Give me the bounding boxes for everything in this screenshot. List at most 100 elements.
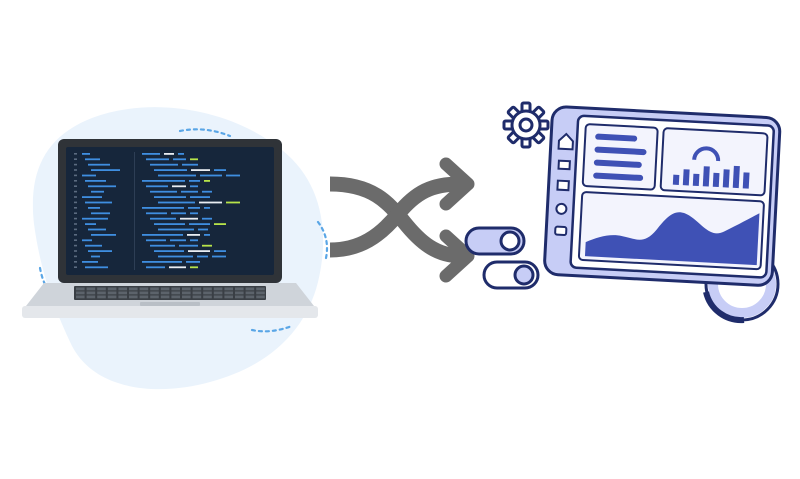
code-token [189,180,200,182]
code-token [91,212,110,215]
line-number [74,174,77,177]
keyboard-key [129,291,138,295]
code-token [191,169,210,171]
code-token [88,250,112,252]
code-token [146,266,165,269]
keyboard-key [150,287,159,291]
mini-bar [722,169,730,188]
gear-icon [502,101,550,149]
line-number [74,212,77,214]
keyboard-key [139,291,149,295]
keyboard-keys [76,287,265,299]
keyboard-key [97,287,106,291]
code-token [146,158,169,161]
keyboard-key [256,287,265,291]
line-number [74,250,77,252]
line-number [74,217,77,220]
list-bar [595,133,638,142]
code-token [179,244,198,247]
laptop-screen [66,147,274,275]
mini-bar [672,174,680,185]
sidebar-chat-icon [554,225,568,237]
line-number [74,207,77,209]
code-token [91,190,104,193]
code-token [146,185,168,188]
shuffle-arrows-icon [329,157,475,283]
code-token [150,190,177,193]
settings-icon [555,202,568,215]
code-token [142,153,160,155]
code-token [171,212,186,215]
code-token [88,228,106,231]
keyboard-key [118,287,127,291]
line-number [74,228,77,231]
keyboard-key [256,295,265,299]
keyboard-key [107,295,117,299]
code-token [204,207,210,209]
code-token [200,174,222,177]
code-token [91,234,116,236]
code-token [204,234,210,236]
code-token [173,158,186,161]
keyboard-key [171,291,180,295]
line-number [74,266,77,268]
keyboard-key [76,291,85,295]
arrowhead-bottom [439,229,475,283]
keyboard-key [107,291,117,295]
laptop-trackpad [140,302,200,306]
code-token [85,266,108,269]
line-number [74,261,77,263]
keyboard-key [245,295,255,299]
line-number [74,153,77,155]
keyboard-key [224,287,233,291]
keyboard-key [86,295,96,299]
keyboard-key [235,291,244,295]
code-token [190,158,198,161]
keyboard-key [256,291,265,295]
code-token [142,207,184,209]
code-token [190,212,198,215]
code-token [85,158,100,161]
keyboard-key [203,295,212,299]
code-token [158,174,196,177]
code-token [150,217,176,220]
code-token [158,255,193,258]
code-token [182,163,198,166]
code-token [197,255,208,258]
code-token [158,228,194,231]
keyboard-key [192,295,202,299]
code-token [198,228,208,231]
keyboard-key [235,287,244,291]
code-token [85,244,102,247]
code-token [142,234,183,236]
mini-bar [712,172,720,188]
list-bar [593,172,644,181]
editor-divider [134,152,135,270]
tablet-sidebar [554,132,574,237]
keyboard-key [192,291,202,295]
keyboard-key [213,287,223,291]
code-token [85,201,112,204]
code-token [172,185,186,188]
line-number [74,190,77,193]
code-token [178,153,184,155]
keyboard-key [86,287,96,291]
code-token [88,163,110,166]
arrow-bottom-curve [329,176,461,258]
code-token [181,190,198,193]
code-editor-icon [74,152,240,270]
keyboard-key [160,291,170,295]
keyboard-key [118,291,127,295]
keyboard-key [203,291,212,295]
code-token [169,266,186,269]
list-bar [594,146,647,156]
keyboard-key [160,287,170,291]
code-token [154,196,186,198]
line-number [74,239,77,241]
code-token [187,234,200,236]
line-number [74,201,77,204]
code-token [88,207,100,209]
code-token [202,190,212,193]
code-token [150,163,178,166]
keyboard-key [139,295,149,299]
